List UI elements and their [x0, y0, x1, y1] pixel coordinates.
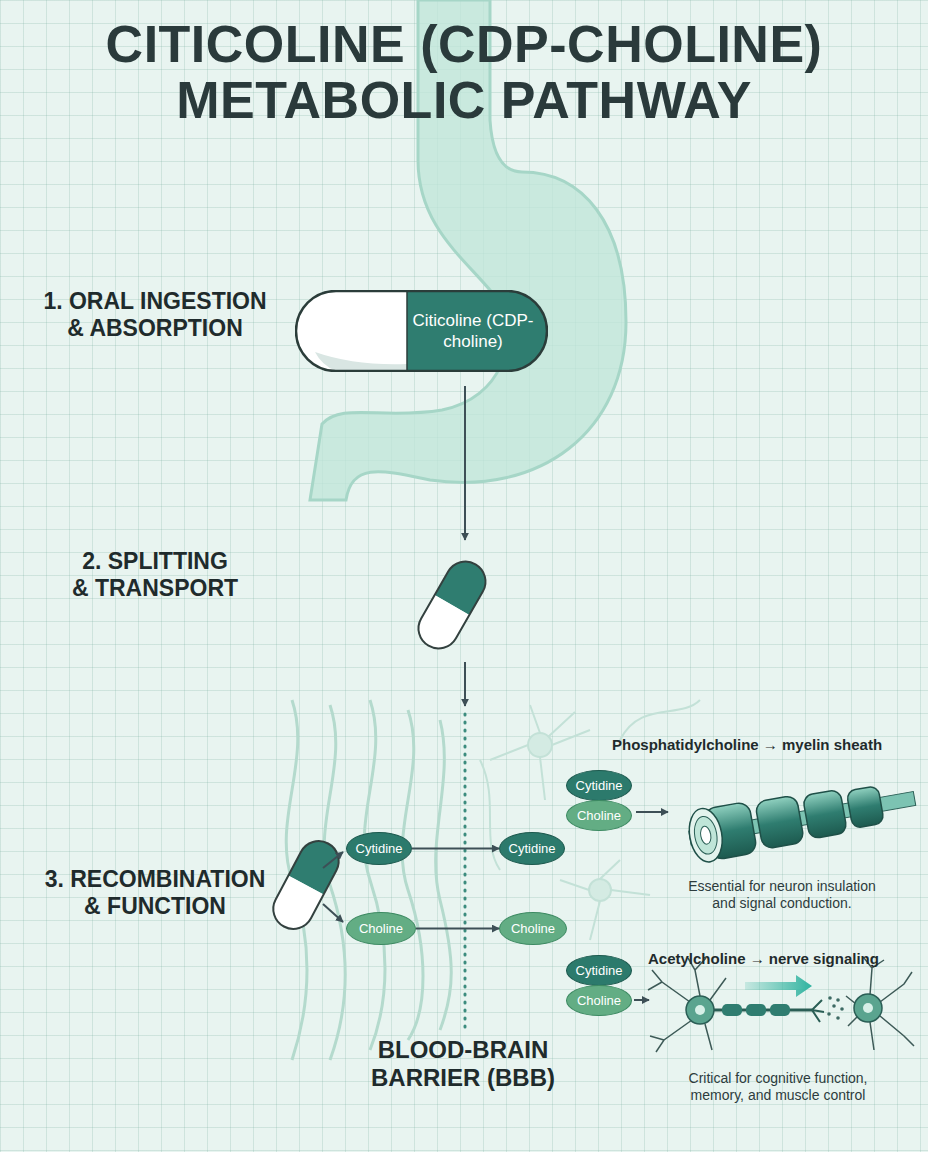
- molecule-name: Cytidine: [356, 841, 403, 856]
- capsule-half: [407, 291, 547, 371]
- neurotransmitter-dot: [836, 1016, 840, 1020]
- neuron-body: [854, 994, 882, 1022]
- function-note: Critical for cognitive function, memory,…: [658, 1070, 898, 1104]
- split-arrow: [323, 904, 343, 922]
- axon-segment: [746, 1004, 766, 1016]
- function-arrow: [636, 811, 668, 813]
- signal-arrow: [745, 975, 812, 997]
- molecule-name: Choline: [577, 808, 621, 823]
- myelin-illustration: [685, 772, 919, 865]
- neurotransmitter-dot: [836, 998, 840, 1002]
- axon-segment: [770, 1004, 790, 1016]
- axon-terminal: [812, 1000, 824, 1022]
- molecule-oval: Choline: [566, 800, 632, 831]
- function-heading: Acetylcholine → nerve signaling: [648, 950, 924, 968]
- capsule-shade: [315, 352, 407, 371]
- step-label: 3. RECOMBINATION & FUNCTION: [30, 866, 280, 920]
- step-label: 1. ORAL INGESTION & ABSORPTION: [35, 288, 275, 342]
- neurotransmitters: [827, 996, 844, 1020]
- neuron-body: [686, 996, 714, 1024]
- faint-dendrite: [560, 860, 650, 940]
- molecule-name: Cytidine: [509, 841, 556, 856]
- molecule-name: Choline: [577, 993, 621, 1008]
- vessel-line: [402, 710, 423, 1040]
- vessel-lines: [286, 700, 451, 1060]
- cross-section-ring: [692, 815, 720, 856]
- capsule-half: [411, 595, 469, 656]
- function-arrow: [634, 999, 649, 1001]
- dendrites: [648, 958, 726, 1052]
- flow-arrow: [464, 386, 466, 540]
- diagram-title: CITICOLINE (CDP-CHOLINE) METABOLIC PATHW…: [40, 16, 888, 128]
- capsule-seam: [406, 291, 408, 371]
- capsule-outline: [411, 554, 493, 655]
- neuron-nucleus: [695, 1005, 705, 1015]
- function-note: Essential for neuron insulation and sign…: [662, 878, 902, 912]
- transport-arrow: [412, 848, 499, 850]
- molecule-oval: Cytidine: [566, 770, 632, 801]
- molecule-oval: Choline: [346, 912, 416, 945]
- vessel-line: [364, 700, 385, 1050]
- neurotransmitter-dot: [827, 1012, 831, 1016]
- capsule-text-box: Citicoline (CDP-choline): [407, 290, 539, 372]
- flow-arrow: [464, 662, 466, 706]
- function-heading: Phosphatidylcholine → myelin sheath: [612, 736, 924, 754]
- faint-dendrite: [480, 700, 700, 870]
- small-capsule: [266, 834, 345, 936]
- molecule-name: Cytidine: [576, 778, 623, 793]
- myelin-segment: [846, 786, 884, 829]
- vessel-line: [436, 720, 452, 1030]
- capsule-node: Citicoline (CDP-choline): [295, 290, 548, 372]
- neuron-signaling-illustration: [648, 958, 914, 1052]
- molecule-oval: Cytidine: [566, 955, 632, 986]
- molecule-oval: Cytidine: [499, 832, 565, 865]
- small-capsule: [411, 554, 493, 655]
- faint-neuron: [589, 879, 611, 901]
- cross-section: [685, 806, 726, 865]
- capsule-shape: [295, 290, 548, 372]
- axon-segment: [722, 1004, 742, 1016]
- molecule-oval: Choline: [499, 912, 567, 945]
- neuron-nucleus: [863, 1003, 873, 1013]
- molecule-oval: Choline: [566, 985, 632, 1016]
- capsule-label: Citicoline (CDP-choline): [407, 310, 539, 352]
- split-arrow: [323, 852, 343, 868]
- neurotransmitter-dot: [828, 996, 832, 1000]
- dendrites: [846, 958, 914, 1050]
- neurotransmitter-dot: [832, 1004, 836, 1008]
- step-label: 2. SPLITTING & TRANSPORT: [35, 548, 275, 602]
- molecule-name: Cytidine: [576, 963, 623, 978]
- transport-arrow: [416, 928, 499, 930]
- myelin-segment: [755, 795, 805, 850]
- myelin-segment: [802, 789, 847, 839]
- cross-section-core: [699, 825, 712, 844]
- capsule-outline: [296, 291, 547, 371]
- molecule-name: Choline: [359, 921, 403, 936]
- capsule-half: [266, 876, 323, 936]
- barrier-line: [464, 714, 467, 1030]
- molecule-name: Choline: [511, 921, 555, 936]
- neurotransmitter-dot: [840, 1007, 844, 1011]
- capsule-half: [296, 291, 407, 371]
- molecule-oval: Cytidine: [346, 832, 412, 865]
- capsule-outline: [266, 834, 345, 936]
- barrier-label: BLOOD-BRAIN BARRIER (BBB): [363, 1036, 563, 1092]
